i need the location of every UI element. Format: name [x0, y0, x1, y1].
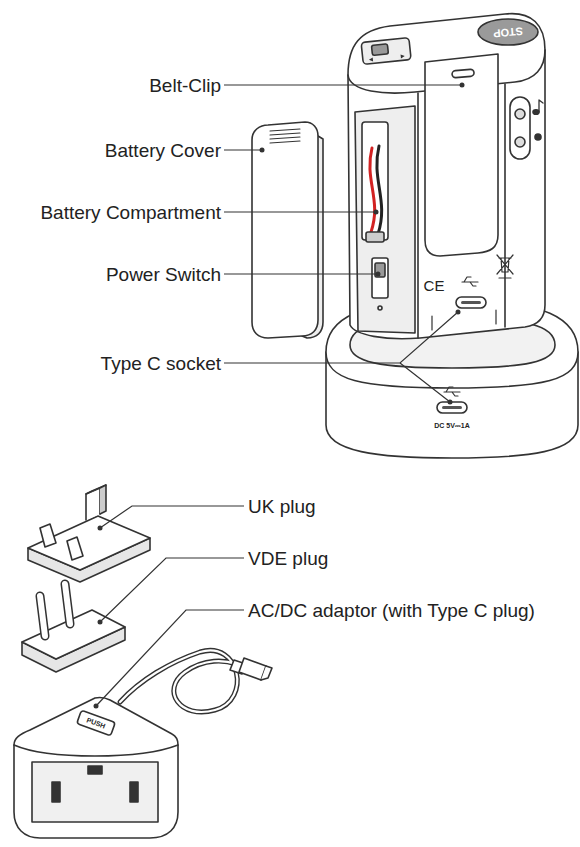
plug-plate: [28, 516, 150, 570]
black-wire: [377, 146, 382, 234]
socket-slot: [88, 766, 102, 774]
type-c-socket: [456, 297, 486, 308]
round-pin: [40, 584, 70, 636]
socket-slot: [130, 782, 138, 802]
leader-dot: [94, 704, 99, 709]
switch-mark: [378, 306, 382, 310]
leader-dot: [376, 272, 381, 277]
switch-recess: [361, 38, 411, 65]
leader-line: [224, 312, 458, 402]
clip-slot: [452, 69, 475, 78]
leader-dot: [260, 148, 265, 153]
power-switch: [372, 258, 388, 298]
switch-slider: [375, 263, 385, 277]
leader-dot: [448, 400, 453, 405]
part-label: Power Switch: [106, 265, 221, 284]
belt-clip: [425, 54, 498, 256]
leader-dot: [456, 310, 461, 315]
type-c-socket: [437, 402, 467, 413]
leader-line: [96, 610, 244, 706]
red-wire: [370, 148, 375, 232]
part-label: UK plug: [248, 497, 316, 516]
plug-recess: [32, 762, 158, 822]
dot-symbol: [535, 134, 541, 140]
adaptor-body: [14, 698, 178, 838]
leader-dot: [374, 210, 379, 215]
volume-button: [515, 109, 525, 119]
leader-line: [100, 558, 244, 622]
part-label: Battery Compartment: [40, 203, 221, 222]
side-edge: [417, 93, 419, 338]
leader-line: [224, 211, 376, 212]
earth-pin-side: [100, 485, 106, 514]
battery-bay: [362, 122, 388, 240]
volume-button: [515, 137, 525, 147]
type-c-plug: [239, 658, 266, 680]
button-text: STOP: [493, 25, 524, 39]
battery-cover: [252, 122, 323, 338]
switch-arrows: [369, 54, 405, 62]
plug-tip: [261, 666, 272, 680]
switch-knob: [371, 44, 388, 56]
top-switch: [361, 38, 411, 65]
cable: [120, 650, 237, 712]
part-label: VDE plug: [248, 549, 328, 568]
cover-grip: [270, 129, 300, 143]
button-panel: [510, 97, 530, 159]
leader-dot: [98, 526, 103, 531]
leader-line: [100, 506, 244, 528]
uk-plug: [28, 485, 150, 582]
socket-tongue: [461, 301, 481, 304]
round-pin-fill: [40, 584, 70, 636]
battery-compartment: [355, 106, 415, 333]
part-label: Type C socket: [101, 354, 221, 373]
unit-body: [348, 14, 545, 339]
socket-tongue: [442, 406, 462, 409]
usb-symbol: [462, 277, 478, 286]
line-pin: [40, 524, 56, 547]
leader-line: [224, 149, 262, 150]
cover-panel: [252, 122, 318, 338]
leader-dot: [98, 620, 103, 625]
button-text: PUSH: [86, 716, 107, 729]
music-note-symbol: [533, 110, 539, 115]
weee-bin-symbol: [497, 255, 513, 278]
leader-dot: [460, 83, 465, 88]
leader-line: [224, 84, 462, 85]
rating-text: DC 5V⎓1A: [434, 422, 470, 429]
part-label: AC/DC adaptor (with Type C plug): [248, 601, 535, 620]
stop-button: [478, 19, 538, 45]
ce-mark: CE: [424, 278, 445, 293]
usb-symbol: [444, 387, 460, 396]
part-label: Battery Cover: [105, 141, 221, 160]
music-note-symbol: [539, 100, 543, 112]
side-edge: [504, 84, 506, 327]
adaptor-edge: [14, 745, 178, 756]
cable-fill: [120, 650, 237, 712]
part-label: Belt-Clip: [149, 76, 221, 95]
leader-line: [224, 273, 378, 274]
receiver-unit: [348, 14, 545, 339]
neutral-pin: [67, 537, 83, 560]
ac-dc-adaptor: [14, 650, 272, 838]
vde-plug: [22, 584, 125, 672]
push-button: [77, 710, 116, 735]
battery-connector: [366, 232, 384, 242]
socket-slot: [52, 782, 60, 802]
